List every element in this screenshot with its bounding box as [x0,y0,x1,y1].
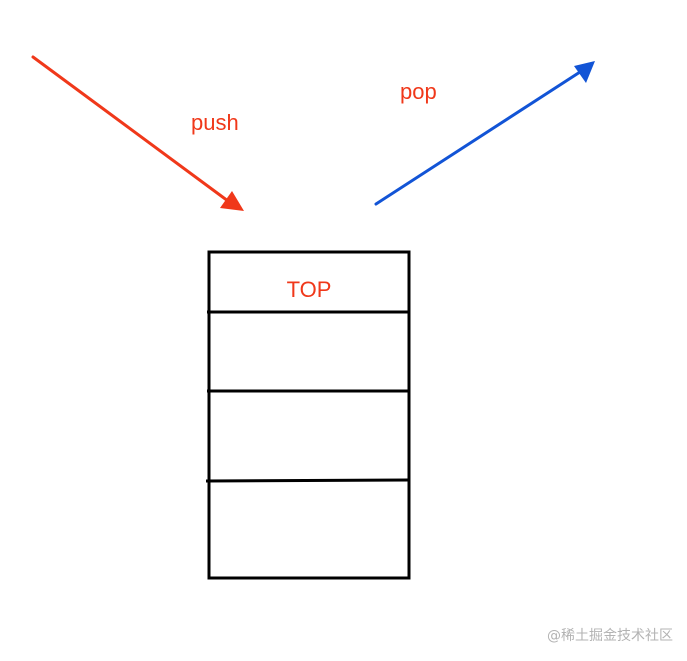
stack-divider [205,478,410,483]
top-label: TOP [287,277,332,302]
watermark: @稀土掘金技术社区 [547,628,673,644]
push-arrow [31,55,244,211]
stack [205,250,411,580]
stack-outline [207,250,411,580]
pop-label: pop [400,79,437,104]
pop-arrow [374,61,595,206]
push-label: push [191,110,239,135]
